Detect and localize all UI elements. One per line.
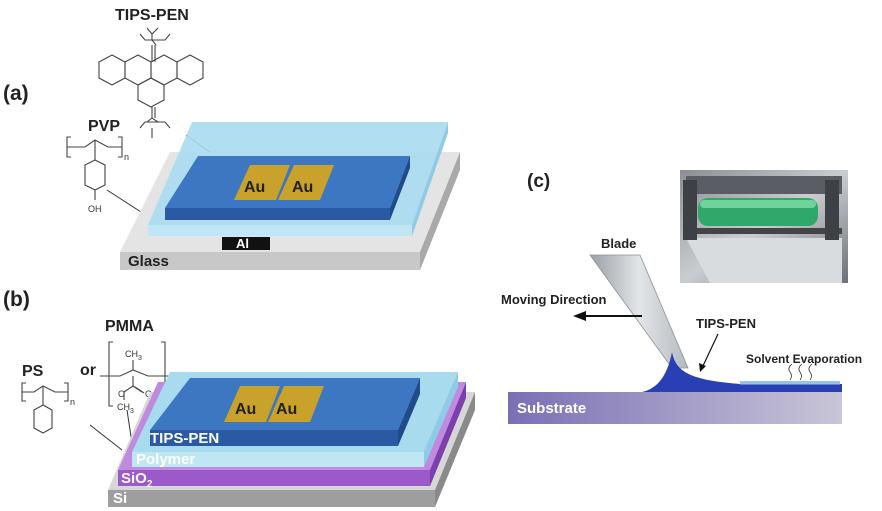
ps-pointer-line bbox=[89, 424, 123, 451]
tips-pen-layer-b-side bbox=[398, 378, 420, 446]
si-substrate-side bbox=[435, 392, 475, 507]
au-source-label: Au bbox=[244, 179, 265, 196]
panel-c-label: (c) bbox=[527, 171, 550, 192]
tips-pen-ink-meniscus bbox=[642, 352, 842, 392]
au-drain-label: Au bbox=[292, 179, 313, 196]
sio2-sub: 2 bbox=[147, 479, 153, 490]
svg-text:SiO2: SiO2 bbox=[121, 470, 153, 490]
panel-a-label: (a) bbox=[3, 82, 29, 105]
solvent-evaporation-zone bbox=[740, 381, 840, 385]
pmma-ch3-top-sub: 3 bbox=[138, 355, 142, 362]
tips-pen-molecule-label: TIPS-PEN bbox=[115, 7, 189, 24]
sio2-label: SiO bbox=[121, 470, 147, 487]
sio2-layer-side bbox=[430, 382, 466, 486]
pvp-molecule-structure bbox=[66, 136, 123, 200]
ps-n-subscript: n bbox=[70, 397, 75, 407]
pmma-ch3-top: CH bbox=[125, 349, 138, 359]
tips-pen-ink-label: TIPS-PEN bbox=[696, 316, 756, 331]
solvent-evaporation-label: Solvent Evaporation bbox=[746, 352, 862, 366]
si-substrate-front bbox=[108, 490, 435, 507]
sio2-layer-front bbox=[118, 470, 430, 486]
pmma-ch3-bottom: CH bbox=[117, 402, 130, 412]
pvp-dielectric-side bbox=[412, 122, 448, 236]
tips-pen-ink-pointer bbox=[701, 333, 719, 369]
polymer-layer-side bbox=[424, 372, 458, 467]
tips-pen-layer-front bbox=[165, 208, 390, 220]
polymer-label: Polymer bbox=[136, 451, 195, 468]
blade-shape bbox=[589, 254, 689, 369]
polymer-layer-front bbox=[132, 452, 424, 467]
blade-label: Blade bbox=[601, 236, 636, 251]
ps-molecule-structure bbox=[21, 382, 69, 434]
pmma-o-label-right: O bbox=[145, 389, 152, 399]
moving-direction-label: Moving Direction bbox=[501, 292, 607, 307]
tips-pen-layer-label: TIPS-PEN bbox=[150, 430, 219, 447]
au-source-electrode-b bbox=[224, 386, 280, 422]
au-source-label-b: Au bbox=[235, 401, 256, 418]
moving-direction-arrowhead bbox=[573, 311, 586, 321]
au-drain-electrode-b bbox=[268, 386, 324, 422]
al-label: Al bbox=[236, 236, 249, 251]
au-drain-label-b: Au bbox=[276, 401, 297, 418]
pvp-n-subscript: n bbox=[124, 152, 129, 162]
glass-substrate-front bbox=[120, 252, 420, 270]
pvp-label: PVP bbox=[88, 118, 120, 135]
evaporation-arrows bbox=[788, 363, 813, 381]
panel-c: (c) Substrate Blade Movin bbox=[501, 170, 862, 424]
glass-label: Glass bbox=[128, 253, 169, 270]
pmma-molecule-structure bbox=[100, 341, 175, 407]
panel-b: (b) PMMA PS or n CH3 O O CH3 n bbox=[3, 288, 475, 507]
tips-pen-layer-b-front bbox=[150, 430, 398, 446]
pmma-label: PMMA bbox=[105, 318, 154, 335]
pmma-ch3-bottom-sub: 3 bbox=[130, 408, 134, 415]
au-source-electrode bbox=[234, 165, 290, 200]
substrate-label: Substrate bbox=[517, 400, 586, 417]
tips-pen-layer-side bbox=[390, 156, 410, 220]
pvp-dielectric-front bbox=[148, 225, 412, 236]
glass-substrate-side bbox=[420, 152, 460, 270]
tips-pen-molecule-structure bbox=[98, 27, 204, 138]
svg-text:CH3: CH3 bbox=[117, 402, 134, 415]
or-label: or bbox=[80, 362, 96, 379]
tips-pen-ink-pointer-head bbox=[699, 363, 706, 372]
au-drain-electrode bbox=[278, 165, 334, 200]
substrate-bar bbox=[508, 392, 842, 424]
pvp-oh-label: OH bbox=[88, 204, 102, 214]
panel-b-label: (b) bbox=[3, 288, 30, 311]
ps-label: PS bbox=[22, 363, 44, 380]
si-label: Si bbox=[113, 490, 127, 507]
panel-a: (a) TIPS-PEN PVP n OH bbox=[3, 7, 460, 270]
blade-coater-photo bbox=[680, 170, 848, 283]
svg-text:CH3: CH3 bbox=[125, 349, 142, 362]
al-gate-electrode bbox=[222, 237, 270, 250]
pmma-o-label-left: O bbox=[118, 389, 125, 399]
